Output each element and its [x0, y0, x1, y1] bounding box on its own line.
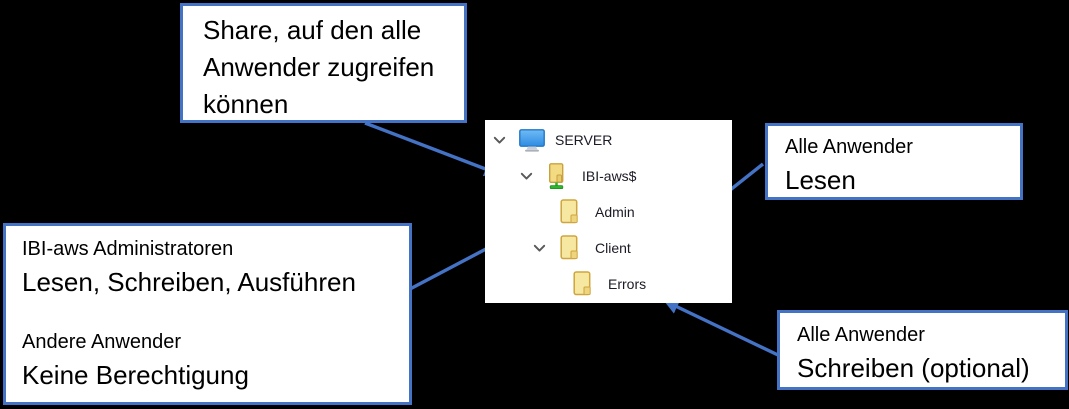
folder-icon: [559, 199, 587, 225]
chevron-down-icon[interactable]: [520, 172, 546, 181]
other-users-value: Keine Berechtigung: [22, 360, 249, 390]
client-perm-title: Alle Anwender: [785, 136, 913, 158]
tree-item-client[interactable]: Client: [485, 230, 732, 266]
callout-client-permissions: Alle Anwender Lesen: [765, 123, 1023, 200]
folder-icon: [572, 271, 600, 297]
errors-perm-title: Alle Anwender: [797, 324, 925, 346]
admin-group-value: Lesen, Schreiben, Ausführen: [22, 267, 356, 297]
callout-admin-permissions: IBI-aws Administratoren Lesen, Schreiben…: [3, 223, 412, 405]
tree-item-label: Client: [595, 240, 631, 256]
tree-item-label: IBI-aws$: [582, 168, 637, 184]
spacer: [22, 300, 399, 328]
arrow-schreiben-to-errors: [663, 300, 779, 357]
tree-item-label: SERVER: [555, 132, 613, 148]
tree-item-label: Errors: [608, 276, 647, 292]
errors-perm-value: Schreiben (optional): [797, 353, 1030, 383]
tree-item-ibi-aws-share[interactable]: IBI-aws$: [485, 158, 732, 194]
chevron-down-icon[interactable]: [533, 244, 559, 253]
admin-group-title: IBI-aws Administratoren: [22, 238, 234, 260]
tree-item-errors[interactable]: Errors: [485, 266, 732, 302]
tree-item-label: Admin: [595, 204, 635, 220]
arrow-share-to-ibiaws: [364, 121, 500, 176]
shared-folder-icon: [546, 162, 574, 190]
chevron-down-icon[interactable]: [493, 136, 519, 145]
explorer-tree-panel: SERVER IBI-aws$: [485, 120, 732, 303]
callout-share: Share, auf den alle Anwender zugreifen k…: [180, 3, 467, 123]
tree-item-server[interactable]: SERVER: [485, 122, 732, 158]
client-perm-value: Lesen: [785, 165, 856, 195]
computer-icon: [519, 128, 547, 152]
folder-icon: [559, 235, 587, 261]
callout-errors-permissions: Alle Anwender Schreiben (optional): [777, 310, 1068, 390]
tree-item-admin[interactable]: Admin: [485, 194, 732, 230]
other-users-title: Andere Anwender: [22, 331, 182, 353]
callout-share-text: Share, auf den alle Anwender zugreifen k…: [203, 15, 435, 119]
